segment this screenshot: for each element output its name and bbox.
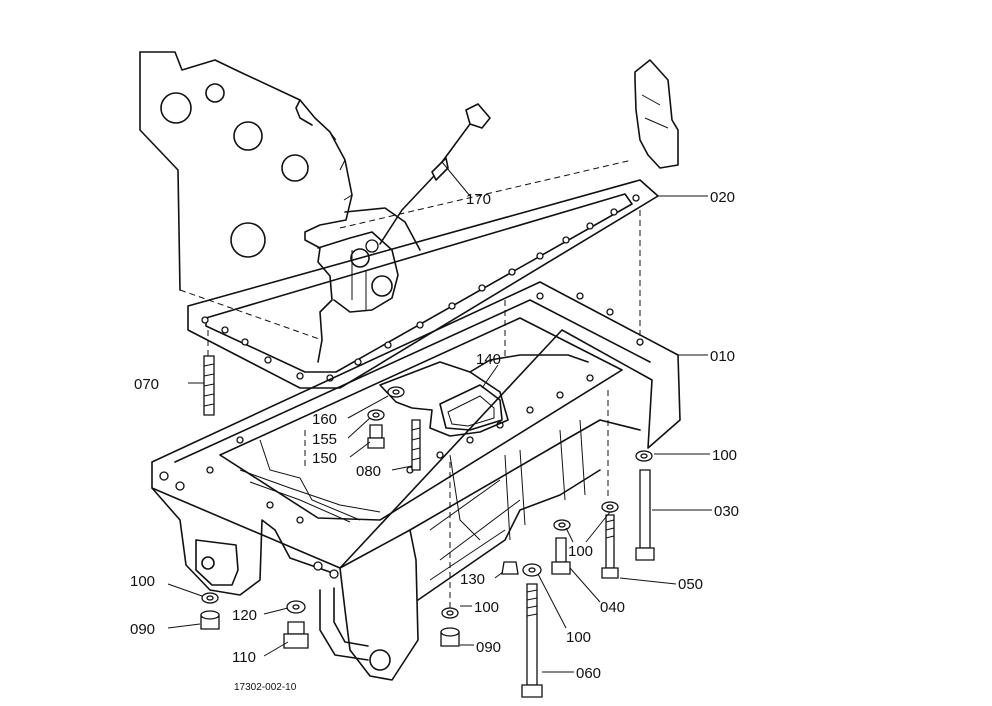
callout-100-right: 100 [712,447,737,464]
callout-030: 030 [714,503,739,520]
engine-block [139,51,679,363]
callout-100-left: 100 [130,573,155,590]
callout-140: 140 [476,351,501,368]
callout-100-mid-right: 100 [568,543,593,560]
drawing-code: 17302-002-10 [234,682,297,693]
callout-155: 155 [312,431,337,448]
callout-020: 020 [710,189,735,206]
callout-120: 120 [232,607,257,624]
callout-160: 160 [312,411,337,428]
hardware [200,355,655,698]
oil-pan-gasket-020 [187,179,659,389]
callout-040: 040 [600,599,625,616]
callout-010: 010 [710,348,735,365]
strainer-cover-140 [379,354,589,437]
callout-130: 130 [460,571,485,588]
callout-100-center: 100 [474,599,499,616]
callout-150: 150 [312,450,337,467]
oil-pan-010 [151,281,681,681]
callout-060: 060 [576,665,601,682]
callout-090-center: 090 [476,639,501,656]
leader-lines [167,161,712,673]
callout-070: 070 [134,376,159,393]
callout-110: 110 [232,649,256,666]
callout-100-center-right: 100 [566,629,591,646]
callout-090-left: 090 [130,621,155,638]
callout-170: 170 [466,191,491,208]
callout-050: 050 [678,576,703,593]
dipstick-170 [365,103,491,253]
callout-080: 080 [356,463,381,480]
callout-labels: 170 020 010 070 140 160 155 150 080 100 … [130,189,739,693]
